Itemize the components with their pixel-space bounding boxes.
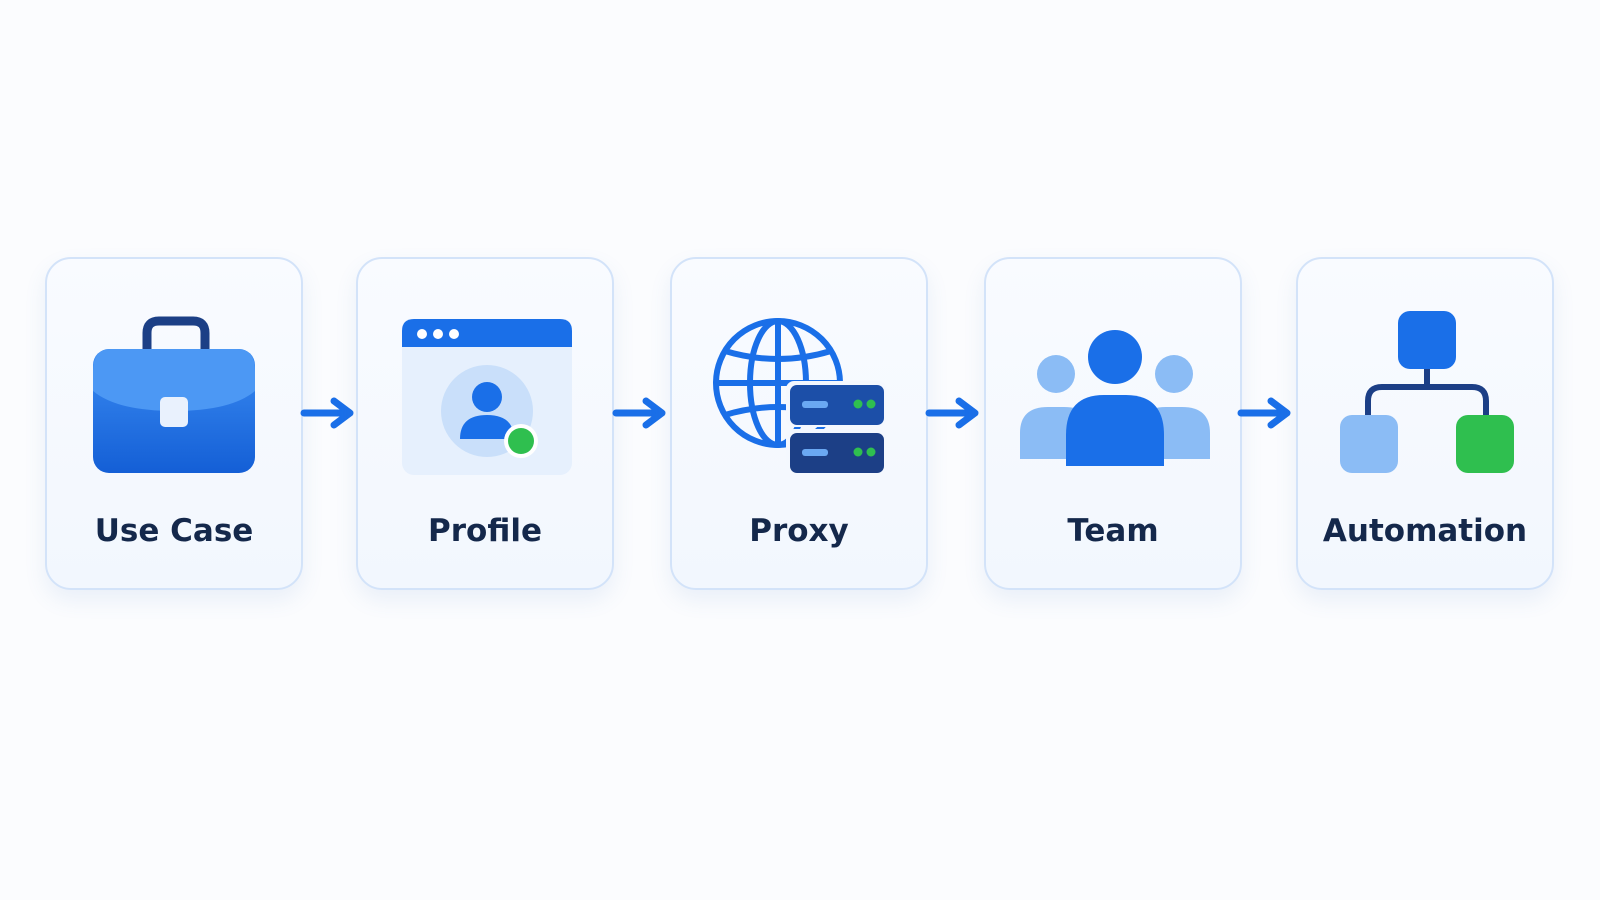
step-label: Use Case bbox=[94, 513, 254, 549]
step-label: Team bbox=[1067, 513, 1159, 549]
step-card-automation: Automation bbox=[1296, 257, 1554, 590]
step-label: Profile bbox=[428, 513, 542, 549]
arrow-right-icon bbox=[925, 397, 979, 429]
workflow-icon bbox=[1340, 311, 1514, 473]
team-icon bbox=[1020, 330, 1210, 466]
step-card-profile: Profile bbox=[356, 257, 614, 590]
step-label: Proxy bbox=[749, 513, 849, 549]
arrow-right-icon bbox=[300, 397, 354, 429]
globe-server-icon bbox=[713, 318, 886, 475]
step-card-use-case: Use Case bbox=[45, 257, 303, 590]
browser-profile-icon bbox=[402, 319, 572, 475]
step-label: Automation bbox=[1322, 513, 1528, 549]
briefcase-icon bbox=[93, 316, 255, 473]
arrow-right-icon bbox=[1237, 397, 1291, 429]
step-card-team: Team bbox=[984, 257, 1242, 590]
arrow-right-icon bbox=[612, 397, 666, 429]
step-card-proxy: Proxy bbox=[670, 257, 928, 590]
